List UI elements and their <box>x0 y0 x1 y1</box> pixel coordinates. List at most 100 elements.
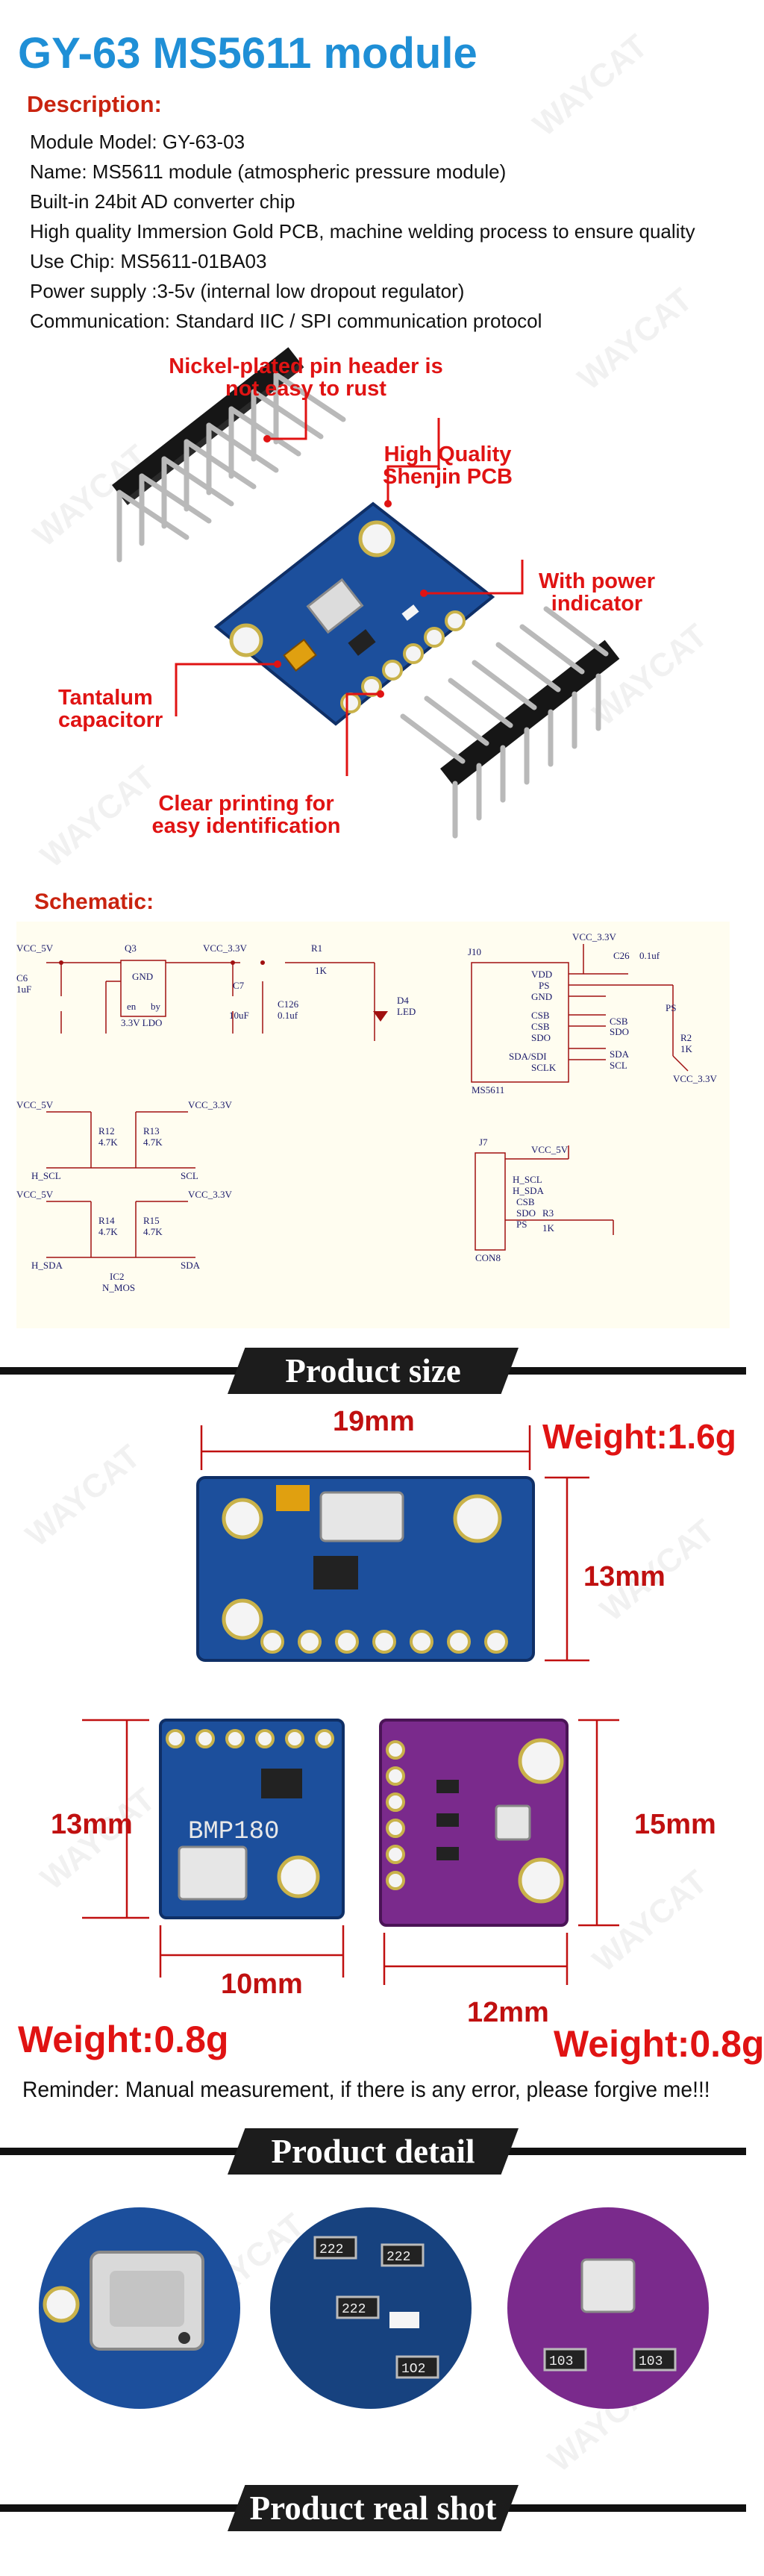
description-line: Name: MS5611 module (atmospheric pressur… <box>30 160 507 183</box>
sch-label: SCL <box>610 1060 627 1071</box>
sch-label: R14 <box>98 1215 115 1226</box>
sch-label: MS5611 <box>472 1084 504 1095</box>
sch-label: VCC_3.3V <box>572 931 616 942</box>
sch-label: VCC_5V <box>16 942 54 954</box>
detail-circle-1 <box>39 2207 240 2409</box>
dim-12mm: 12mm <box>467 1997 549 2028</box>
sch-label: SCL <box>181 1170 198 1181</box>
callout-line: With power <box>538 569 655 593</box>
callout-line: Shenjin PCB <box>382 465 513 489</box>
callout-leaders <box>175 392 524 776</box>
sch-label: D4 <box>397 995 409 1006</box>
resistor-mark: 1O2 <box>401 2362 425 2377</box>
sch-label: H_SDA <box>31 1260 63 1271</box>
sch-label: 3.3V LDO <box>121 1017 162 1028</box>
sch-label: 10uF <box>229 1010 249 1021</box>
banner-product-detail: Product detail <box>0 2128 746 2175</box>
description-line: High quality Immersion Gold PCB, machine… <box>30 220 695 243</box>
sch-label: H_SCL <box>513 1174 542 1185</box>
sch-label: VCC_5V <box>531 1144 569 1155</box>
sch-label: VCC_3.3V <box>188 1189 232 1200</box>
sch-label: N_MOS <box>102 1282 135 1293</box>
callout-line: Nickel-plated pin header is <box>169 354 443 378</box>
sch-label: CSB <box>516 1196 535 1207</box>
callout-power: With power indicator <box>522 570 671 615</box>
dim-15mm: 15mm <box>634 1809 716 1840</box>
sch-label: VCC_5V <box>16 1099 54 1110</box>
description-line: Power supply :3-5v (internal low dropout… <box>30 280 465 302</box>
callout-line: not easy to rust <box>225 377 386 401</box>
callout-line: Tantalum <box>58 686 153 710</box>
sch-label: 1K <box>680 1043 693 1054</box>
module-illustration <box>112 347 620 839</box>
sch-label: R13 <box>143 1125 160 1137</box>
sch-label: R12 <box>98 1125 115 1137</box>
sch-label: 0.1uf <box>278 1010 298 1021</box>
sch-label: C6 <box>16 972 28 984</box>
sch-label: SDA <box>181 1260 201 1271</box>
sch-label: C7 <box>233 980 245 991</box>
sch-label: CSB <box>531 1021 550 1032</box>
dim-13mm: 13mm <box>583 1561 666 1592</box>
callout-dots <box>263 435 428 698</box>
callout-line: indicator <box>551 592 643 616</box>
banner-label: Product detail <box>228 2128 519 2175</box>
sch-label: R1 <box>311 942 322 954</box>
sch-label: LED <box>397 1006 416 1017</box>
sch-label: VCC_3.3V <box>673 1073 717 1084</box>
page-title: GY-63 MS5611 module <box>18 29 478 78</box>
dim-13mm-left: 13mm <box>51 1809 133 1840</box>
description-line: Module Model: GY-63-03 <box>30 131 245 153</box>
reminder-text: Reminder: Manual measurement, if there i… <box>22 2078 710 2102</box>
callout-tantalum: Tantalum capacitorr <box>58 687 178 731</box>
resistor-mark: 222 <box>342 2302 366 2317</box>
callout-line: easy identification <box>151 814 341 838</box>
sch-label: VCC_3.3V <box>203 942 247 954</box>
chip-label: BMP180 <box>188 1818 280 1846</box>
sch-label: Q3 <box>125 942 137 954</box>
banner-product-real-shot: Product real shot <box>0 2485 746 2531</box>
sch-label: 1K <box>542 1222 555 1234</box>
sch-label: CON8 <box>475 1252 501 1263</box>
sch-label: R2 <box>680 1032 692 1043</box>
product-size-boards-bottom <box>82 1719 619 1985</box>
sch-label: H_SCL <box>31 1170 61 1181</box>
sch-label: H_SDA <box>513 1185 545 1196</box>
sch-label: 1K <box>315 965 328 976</box>
sch-label: J10 <box>468 946 481 957</box>
sch-label: SDA/SDI <box>509 1051 547 1062</box>
sch-label: VCC_5V <box>16 1189 54 1200</box>
pin-header <box>112 347 346 563</box>
sch-label: 1uF <box>16 984 31 995</box>
sch-label: VCC_3.3V <box>188 1099 232 1110</box>
callout-line: capacitorr <box>58 708 163 732</box>
weight-left: Weight:0.8g <box>18 2019 229 2060</box>
detail-resistors-photo: 222 222 222 1O2 <box>313 2236 439 2379</box>
sch-label: en <box>127 1001 137 1012</box>
banner-label: Product real shot <box>228 2485 519 2531</box>
callout-pcb: High Quality Shenjin PCB <box>373 443 522 488</box>
resistor-mark: 222 <box>319 2242 343 2257</box>
sch-label: PS <box>666 1002 676 1013</box>
callout-pin-header: Nickel-plated pin header is not easy to … <box>157 355 455 400</box>
sch-label: SDA <box>610 1048 630 1060</box>
detail-circle-2: 222 222 222 1O2 <box>270 2207 472 2409</box>
sch-label: 4.7K <box>143 1226 163 1237</box>
product-size-board-top <box>196 1425 589 1662</box>
sch-label: 4.7K <box>98 1226 118 1237</box>
dim-19mm: 19mm <box>333 1406 415 1437</box>
sch-label: C126 <box>278 998 299 1010</box>
sch-label: 4.7K <box>143 1137 163 1148</box>
sch-label: CSB <box>531 1010 550 1021</box>
callout-line: High Quality <box>383 443 512 466</box>
sch-label: SDO <box>516 1207 536 1219</box>
sch-label: GND <box>132 971 153 982</box>
sch-label: VDD <box>531 969 552 980</box>
resistor-mark: 103 <box>549 2354 573 2369</box>
sch-label: SDO <box>531 1032 551 1043</box>
weight-top: Weight:1.6g <box>542 1417 736 1456</box>
detail-purple-photo: 103 103 <box>543 2258 677 2372</box>
description-heading: Description: <box>27 91 162 117</box>
sch-label: IC2 <box>110 1271 125 1282</box>
schematic-heading: Schematic: <box>34 890 154 914</box>
